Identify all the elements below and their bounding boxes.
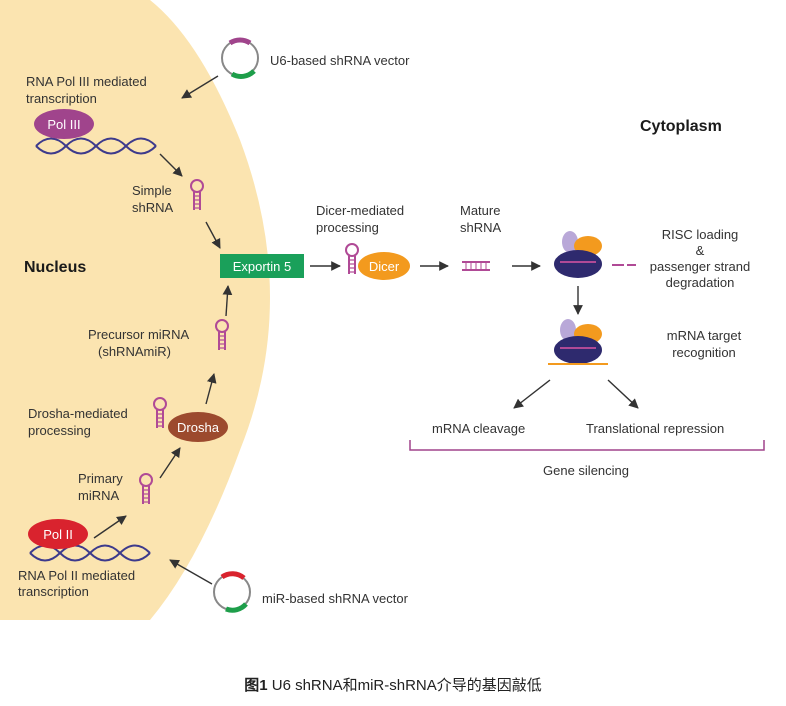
precursor-label-line2: (shRNAmiR) — [98, 344, 171, 359]
mir-plasmid-green-segment — [225, 602, 248, 613]
dicer-label-line2: processing — [316, 220, 379, 235]
target-label-line2: recognition — [672, 345, 736, 360]
pol3-label-line2: transcription — [26, 91, 97, 106]
figure-caption: 图1 U6 shRNA和miR-shRNA介导的基因敲低 — [0, 674, 786, 695]
arrow-drosha-to-precursor — [205, 373, 217, 405]
mir-plasmid-red-segment — [220, 571, 246, 581]
arrow-pol2-to-primary — [93, 515, 127, 539]
exportin5-label: Exportin 5 — [233, 259, 292, 274]
nucleus-region — [0, 0, 270, 620]
figure-caption-text: U6 shRNA和miR-shRNA介导的基因敲低 — [267, 677, 542, 694]
pol3-enzyme — [34, 109, 94, 139]
dicer-enzyme — [358, 252, 410, 280]
pol3-dna-helix — [35, 137, 157, 155]
pol2-enzyme-label: Pol II — [43, 527, 73, 542]
drosha-enzyme — [168, 412, 228, 442]
u6-vector-label: U6-based shRNA vector — [270, 53, 410, 68]
translational-repression-label: Translational repression — [586, 421, 724, 436]
cytoplasm-label: Cytoplasm — [640, 118, 722, 135]
gene-silencing-bracket — [409, 440, 765, 451]
risc-complex-loading — [554, 231, 602, 278]
mir-vector — [213, 571, 251, 613]
drosha-enzyme-label: Drosha — [177, 420, 220, 435]
mature-shrna-label-line2: shRNA — [460, 220, 502, 235]
arrow-u6-to-pol3 — [181, 75, 219, 99]
arrow-to-cleavage — [513, 379, 551, 409]
pol3-enzyme-label: Pol III — [47, 117, 80, 132]
pol3-label-line1: RNA Pol III mediated — [26, 74, 147, 89]
mrna-cleavage-label: mRNA cleavage — [432, 421, 525, 436]
simple-shrna-label-line2: shRNA — [132, 200, 174, 215]
risc-label-line2: & — [696, 243, 705, 258]
exportin5-box — [220, 254, 304, 278]
precursor-label-line1: Precursor miRNA — [88, 327, 189, 342]
arrow-primary-to-drosha — [159, 447, 181, 479]
mature-shrna-duplex — [462, 261, 490, 271]
arrow-simple-to-exportin — [205, 221, 221, 249]
arrow-precursor-to-exportin — [222, 285, 233, 317]
primary-label-line1: Primary — [78, 471, 123, 486]
u6-vector — [221, 37, 259, 79]
risc-complex-target — [548, 319, 608, 365]
gene-silencing-label: Gene silencing — [543, 463, 629, 478]
risc-label-line1: RISC loading — [662, 227, 739, 242]
arrow-pol3-to-simple — [159, 153, 183, 177]
dicer-substrate-hairpin — [345, 243, 359, 275]
nucleus-label: Nucleus — [24, 259, 86, 276]
u6-plasmid-purple-segment — [228, 37, 252, 46]
pol2-enzyme — [28, 519, 88, 549]
arrow-to-repression — [607, 379, 639, 409]
primary-label-line2: miRNA — [78, 488, 119, 503]
dicer-label-line1: Dicer-mediated — [316, 203, 404, 218]
drosha-label-line1: Drosha-mediated — [28, 406, 128, 421]
arrow-mir-to-pol2 — [169, 559, 213, 585]
mir-vector-label: miR-based shRNA vector — [262, 591, 409, 606]
pol2-label-line1: RNA Pol II mediated — [18, 568, 135, 583]
risc-label-line3: passenger strand — [650, 259, 750, 274]
drosha-label-line2: processing — [28, 423, 91, 438]
target-label-line1: mRNA target — [667, 328, 742, 343]
dicer-enzyme-label: Dicer — [369, 259, 400, 274]
simple-shrna-label-line1: Simple — [132, 183, 172, 198]
u6-plasmid-green-segment — [230, 69, 256, 79]
figure-caption-prefix: 图1 — [244, 677, 268, 694]
risc-label-line4: degradation — [666, 275, 735, 290]
pol2-label-line2: transcription — [18, 584, 89, 599]
mature-shrna-label-line1: Mature — [460, 203, 500, 218]
